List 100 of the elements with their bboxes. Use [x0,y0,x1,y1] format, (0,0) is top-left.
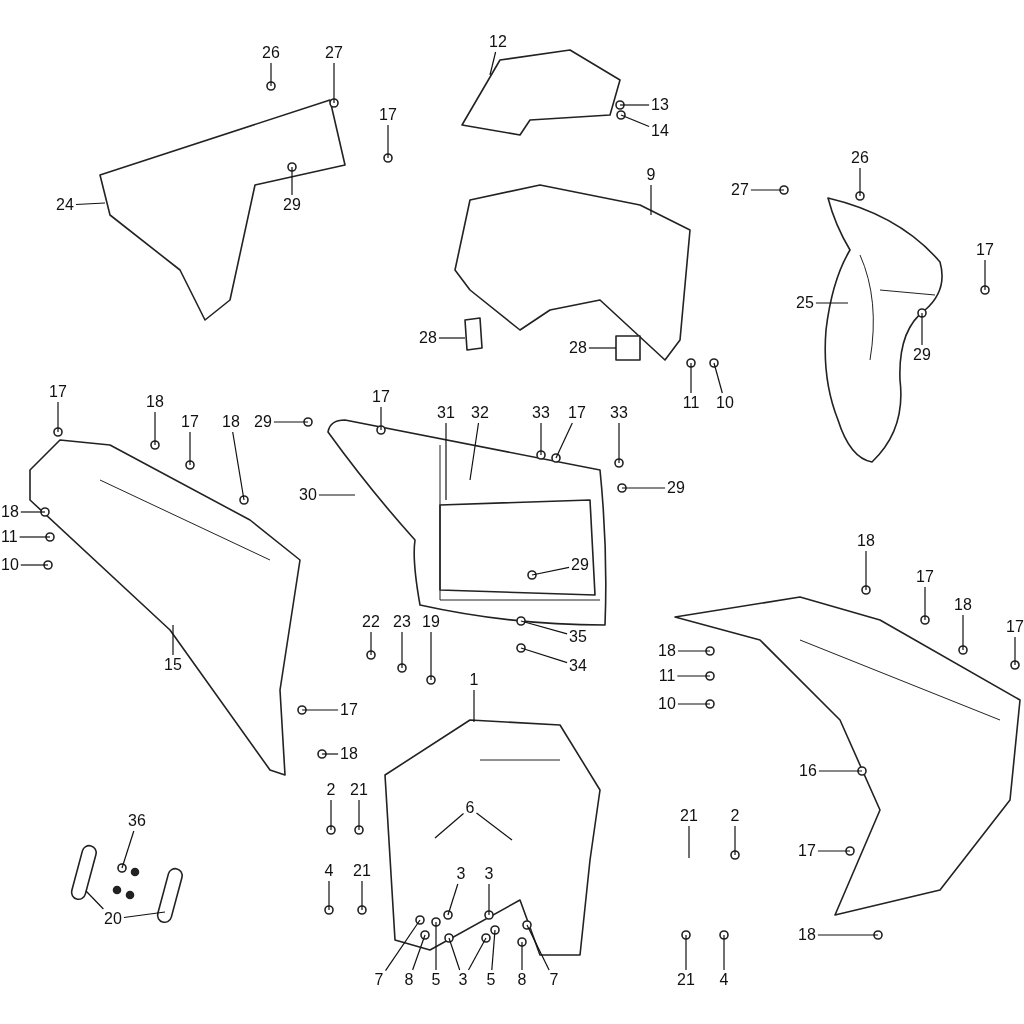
callout-number: 11 [657,667,677,685]
callout-number: 27 [324,44,344,62]
leader-line [677,703,711,705]
leader-line [19,536,51,538]
leader-line [531,566,570,576]
leader-line [924,586,926,621]
leader-line [526,924,550,971]
leader-line [521,941,523,971]
leader-line [650,184,652,216]
leader-line [540,422,542,456]
callout-number: 11 [681,394,701,412]
callout-number: 17 [915,568,935,586]
leader-line [154,411,156,446]
leader-line [688,825,690,859]
callout-number: 17 [371,388,391,406]
leader-line [489,51,497,76]
leader-line [734,825,736,856]
callout-number: 34 [568,657,588,675]
leader-line [815,302,849,304]
leader-line [291,166,293,196]
callout-number: 16 [798,762,818,780]
leader-line [984,259,986,291]
callout-number: 5 [485,971,497,989]
callout-number: 17 [1005,618,1024,636]
leader-line [488,883,490,916]
callout-number: 27 [730,181,750,199]
callout-number: 18 [856,532,876,550]
leader-line [189,431,191,466]
callout-number: 8 [403,971,415,989]
callout-number: 13 [650,96,670,114]
callout-number: 26 [850,149,870,167]
callout-number: 18 [797,926,817,944]
leader-line [473,689,475,723]
leader-line [85,890,104,910]
leader-line [619,104,650,106]
callout-number: 4 [718,971,730,989]
callout-number: 18 [221,413,241,431]
leader-line [555,422,573,459]
leader-line [172,624,174,656]
leader-line [475,812,513,841]
leader-line [232,431,245,501]
leader-line [588,347,617,349]
callout-number: 17 [339,701,359,719]
leader-line [723,934,725,971]
leader-line [330,799,332,831]
callout-number: 10 [0,556,20,574]
leader-line [817,850,851,852]
callout-number: 25 [795,294,815,312]
leader-line [435,921,437,971]
callout-number: 7 [373,971,385,989]
callout-number: 24 [55,196,75,214]
callout-number: 29 [666,479,686,497]
callout-number: 29 [570,556,590,574]
leader-line [962,614,964,651]
leader-line [467,937,487,971]
callout-number: 26 [261,44,281,62]
leader-line [438,337,466,339]
leader-line [328,880,330,911]
leader-line [318,494,356,496]
callout-number: 12 [488,33,508,51]
callout-number: 10 [715,394,735,412]
callout-number: 10 [657,695,677,713]
leader-line [380,406,382,431]
leader-line [301,709,339,711]
callout-number: 8 [516,971,528,989]
callout-number: 28 [568,339,588,357]
callout-number: 18 [339,745,359,763]
callout-number: 33 [531,404,551,422]
callout-number: 30 [298,486,318,504]
leader-line [358,799,360,831]
callout-number: 17 [567,404,587,422]
callout-number: 21 [676,971,696,989]
leader-line [412,934,426,971]
leader-line [685,934,687,971]
callout-number: 18 [657,642,677,660]
leader-line [273,421,309,423]
callout-number: 6 [464,799,476,817]
callout-number: 18 [0,503,20,521]
callout-number: 3 [455,865,467,883]
leader-line [1014,636,1016,666]
leader-line [333,62,335,104]
callout-number: 15 [163,656,183,674]
leader-line [445,422,447,501]
leader-line [469,422,480,481]
leader-line [690,362,692,394]
leader-line [321,753,339,755]
callout-number: 21 [349,781,369,799]
callout-number: 19 [421,613,441,631]
callout-number: 21 [352,862,372,880]
callout-number: 4 [323,862,335,880]
callout-number: 22 [361,613,381,631]
callout-number: 18 [953,596,973,614]
leader-line [921,312,923,346]
callout-number: 3 [483,865,495,883]
callout-number: 17 [378,106,398,124]
leader-line [121,830,135,869]
callout-number: 17 [975,241,995,259]
leader-line [865,550,867,591]
callout-number: 36 [127,812,147,830]
leader-line [818,770,863,772]
